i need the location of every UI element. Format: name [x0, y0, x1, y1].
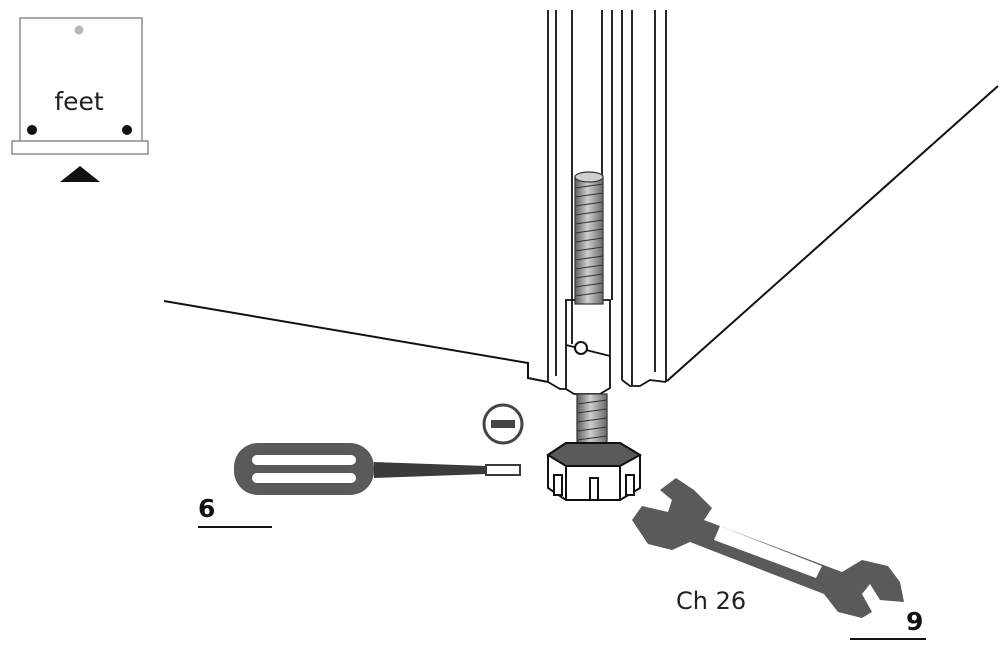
cabinet-left-bottom-edge	[163, 300, 549, 383]
screwdriver-icon	[234, 443, 521, 495]
appliance-front-outline	[19, 17, 143, 144]
adjusting-nut	[546, 442, 643, 501]
step-9-callout: 9	[850, 607, 926, 640]
wrench-step-number: 9	[906, 607, 923, 636]
inset-label: feet	[54, 87, 104, 116]
screwdriver-step-number: 6	[198, 494, 215, 523]
feet-location-inset: feet	[11, 17, 149, 182]
wrench-slot	[714, 526, 822, 578]
threaded-rod	[574, 171, 608, 461]
bracket-rivet-icon	[574, 341, 588, 355]
counterclockwise-minus-icon	[482, 403, 524, 445]
step-6-callout: 6	[198, 494, 272, 528]
front-left-foot-marker	[27, 125, 37, 135]
screwdriver-shaft	[374, 462, 520, 478]
corner-post	[547, 10, 667, 390]
wrench-size-label: Ch 26	[676, 587, 746, 615]
front-right-foot-marker	[122, 125, 132, 135]
screwdriver-handle	[234, 443, 374, 495]
rear-foot-marker	[74, 25, 84, 35]
appliance-base-strip	[11, 140, 149, 155]
front-direction-arrow-icon	[60, 166, 100, 182]
wrench-icon	[632, 478, 904, 618]
cabinet-right-bottom-edge	[666, 85, 999, 382]
